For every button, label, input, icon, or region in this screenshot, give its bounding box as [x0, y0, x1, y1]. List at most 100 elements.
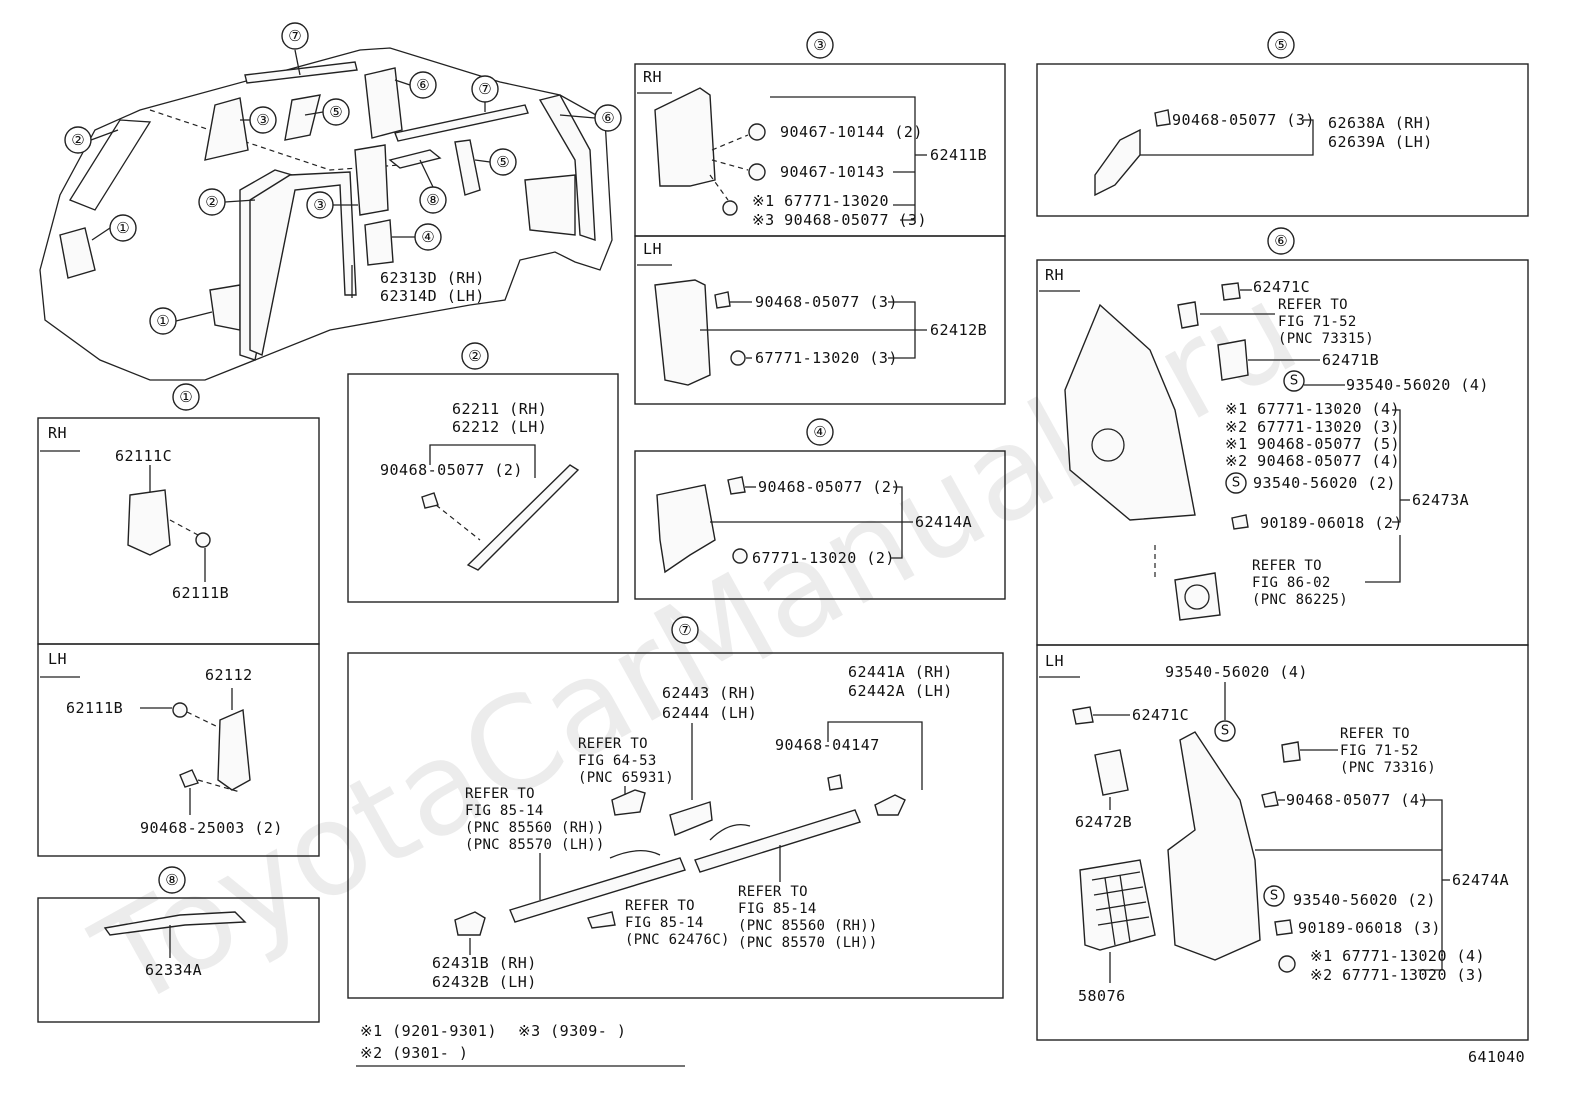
figure-id: 641040 — [1468, 1048, 1525, 1066]
part-62211: 62211 (RH) — [452, 400, 547, 418]
panel-7-number — [671, 616, 699, 644]
ref-65931-icon — [611, 789, 646, 816]
panel-6-lh-side: LH — [1045, 652, 1064, 670]
panel-2: ② 62211 (RH) 62212 (LH) 90468-05077 (2) — [347, 342, 619, 603]
cover-86225-icon — [1174, 572, 1221, 621]
callout-3-mid — [306, 191, 334, 219]
svg-text:⑦: ⑦ — [288, 27, 301, 45]
svg-text:S: S — [1290, 374, 1298, 389]
part-62639A: 62639A (LH) — [1328, 133, 1433, 151]
svg-text:②: ② — [71, 131, 84, 149]
ref-label: (PNC 85560 (RH)) — [738, 918, 878, 934]
panel-1-rh-side: RH — [48, 424, 67, 442]
clip-90468-05077-p4-icon — [727, 476, 746, 495]
part-62471C-rh-icon — [1177, 301, 1199, 329]
ref-label: FIG 85-14 — [625, 915, 704, 931]
ref-label: (PNC 86225) — [1252, 592, 1348, 608]
part-62111B-rh: 62111B — [172, 584, 229, 602]
clip-90468-05077-lh-icon — [714, 291, 731, 309]
svg-text:S: S — [1221, 724, 1229, 739]
panel-3-lh-side: LH — [643, 240, 662, 258]
clip-90467-10144-icon — [748, 123, 766, 141]
trim-4-icon — [364, 219, 394, 266]
trim-8-icon — [388, 149, 442, 169]
part-67771-13020-lh-3: ※2 67771-13020 (3) — [1310, 966, 1485, 984]
part-62412B: 62412B — [930, 321, 987, 339]
footnotes: ※1 (9201-9301) ※3 (9309- ) ※2 (9301- ) — [356, 1022, 685, 1067]
panel-3: ③ RH 90467-10144 (2) 90467-10143 ※1 6777… — [634, 31, 1006, 405]
svg-text:⑧: ⑧ — [426, 191, 439, 209]
ref-label: REFER TO — [465, 786, 535, 802]
svg-text:⑤: ⑤ — [329, 103, 342, 121]
part-90468-05077-rh: ※3 90468-05077 (3) — [752, 211, 927, 229]
part-62441A: 62441A (RH) — [848, 663, 953, 681]
end-cap-62431B-icon — [454, 911, 486, 936]
part-62444: 62444 (LH) — [662, 704, 757, 722]
part-67771-13020-rh: ※1 67771-13020 — [752, 192, 889, 210]
part-62474A: 62474A — [1452, 871, 1509, 889]
panel-4: ④ 90468-05077 (2) 67771-13020 (2) 62414A — [634, 418, 1006, 600]
ref-label: (PNC 85570 (LH)) — [738, 935, 878, 951]
callout-4 — [414, 223, 442, 251]
trim-1-lower-icon — [209, 284, 241, 331]
screw-s-icon — [1225, 472, 1247, 494]
ref-label: (PNC 65931) — [578, 770, 674, 786]
svg-text:③: ③ — [313, 196, 326, 214]
clip-90468-25003-icon — [179, 769, 199, 788]
part-62471C-lh: 62471C — [1132, 706, 1189, 724]
panel-1-lh-side: LH — [48, 650, 67, 668]
part-67771-13020-rh-4: ※1 67771-13020 (4) — [1225, 400, 1400, 418]
svg-text:③: ③ — [813, 36, 826, 54]
svg-text:⑥: ⑥ — [416, 76, 429, 94]
callout-2-left — [64, 126, 92, 154]
svg-text:④: ④ — [813, 423, 826, 441]
ref-label: FIG 71-52 — [1278, 314, 1357, 330]
clip-67771-13020-icon — [722, 200, 738, 216]
part-90468-04147: 90468-04147 — [775, 736, 880, 754]
svg-text:①: ① — [179, 388, 192, 406]
part-62431B: 62431B (RH) — [432, 954, 537, 972]
callout-1-bottom — [172, 383, 200, 411]
part-90468-05077-p5: 90468-05077 (3) — [1172, 111, 1315, 129]
part-93540-56020-rh-2: 93540-56020 (2) — [1253, 474, 1396, 492]
screw-s-icon — [1214, 720, 1236, 742]
pillar-3-front-icon — [204, 97, 249, 161]
ref-label: REFER TO — [738, 884, 808, 900]
svg-text:⑥: ⑥ — [601, 109, 614, 127]
screw-s-icon — [1283, 370, 1305, 392]
pillar-62412B-icon — [654, 279, 711, 386]
part-62472B: 62472B — [1075, 813, 1132, 831]
clip-90468-05077-lh6-icon — [1261, 791, 1279, 808]
part-62212: 62212 (LH) — [452, 418, 547, 436]
ref-label: REFER TO — [1252, 558, 1322, 574]
panel-5-number — [1267, 31, 1295, 59]
ref-label: REFER TO — [1340, 726, 1410, 742]
panel-8: ⑧ 62334A — [37, 866, 320, 1023]
pillar-62411B-icon — [654, 87, 716, 187]
ref-label: (PNC 73315) — [1278, 331, 1374, 347]
trim-62638A-icon — [1094, 128, 1141, 197]
svg-text:②: ② — [205, 193, 218, 211]
svg-text:①: ① — [116, 219, 129, 237]
bracket-62111C-icon — [127, 489, 171, 556]
callout-5-top — [322, 98, 350, 126]
part-62473A: 62473A — [1412, 491, 1469, 509]
callout-7-right — [471, 75, 499, 103]
svg-text:②: ② — [468, 347, 481, 365]
panel-6-rh-side: RH — [1045, 266, 1064, 284]
part-62414A: 62414A — [915, 513, 972, 531]
callout-5-mid — [489, 148, 517, 176]
pillar-6-rear-icon — [538, 94, 596, 241]
ref-label: FIG 85-14 — [738, 901, 817, 917]
part-93540-56020-lh-4: 93540-56020 (4) — [1165, 663, 1308, 681]
part-58076: 58076 — [1078, 987, 1126, 1005]
clip-67771-13020-lh6-icon — [1278, 955, 1296, 973]
ref-label: (PNC 85570 (LH)) — [465, 837, 605, 853]
part-62411B: 62411B — [930, 146, 987, 164]
panel-5: ⑤ 90468-05077 (3) 62638A (RH) 62639A (LH… — [1036, 31, 1529, 217]
svg-text:S: S — [1270, 889, 1278, 904]
pillar-6-front-icon — [364, 67, 403, 139]
part-62314D: 62314D (LH) — [380, 287, 485, 305]
clip-67771-13020-p4-icon — [732, 548, 748, 564]
rail-7-front-icon — [244, 61, 358, 84]
